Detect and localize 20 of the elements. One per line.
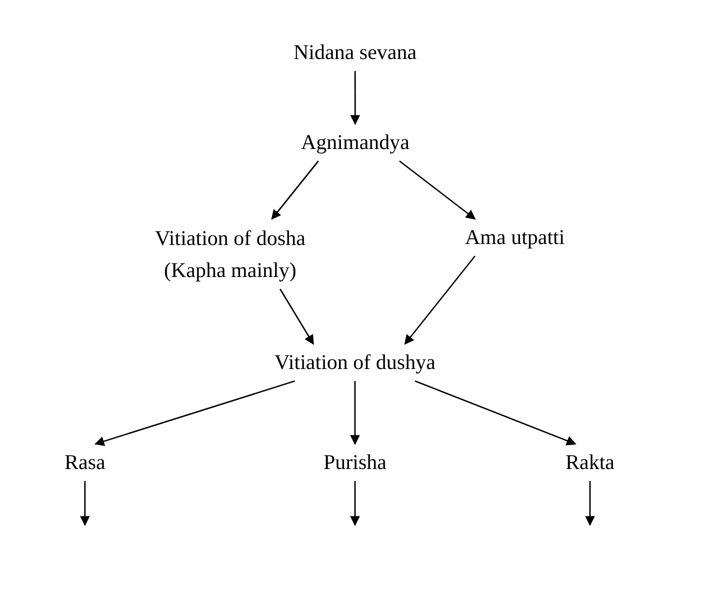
node-label: Ama utpatti bbox=[465, 225, 565, 250]
node-note: (Kapha mainly) bbox=[163, 257, 298, 283]
arrow bbox=[399, 160, 476, 220]
arrow bbox=[271, 160, 319, 220]
node-label: Purisha bbox=[324, 450, 386, 475]
arrow bbox=[414, 380, 576, 446]
node-label: Agnimandya bbox=[301, 130, 410, 155]
node-label: Rasa bbox=[64, 450, 106, 475]
arrow bbox=[585, 481, 595, 526]
arrow bbox=[404, 256, 476, 345]
arrow bbox=[280, 288, 314, 345]
arrow bbox=[80, 481, 90, 526]
node-label: Vitiation of dushya bbox=[274, 350, 436, 375]
arrow bbox=[350, 481, 360, 526]
arrow bbox=[350, 71, 360, 125]
node-label: Vitiation of dosha bbox=[155, 225, 306, 251]
node-label: Nidana sevana bbox=[294, 40, 417, 65]
node-label: Rakta bbox=[566, 450, 614, 475]
arrow bbox=[350, 381, 360, 445]
arrow bbox=[94, 380, 296, 446]
